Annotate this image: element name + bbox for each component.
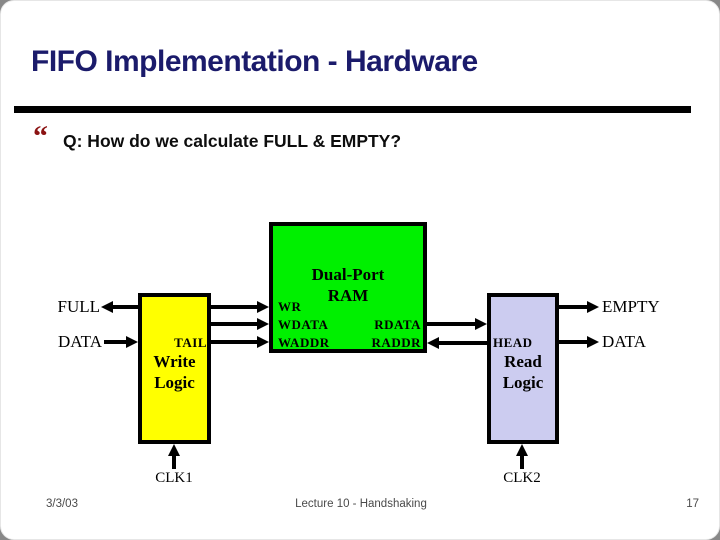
port-wdata: WDATA — [278, 317, 329, 332]
port-wr: WR — [278, 299, 302, 314]
arrow-clk1 — [168, 444, 180, 469]
ram-box-name: Dual-Port RAM — [269, 264, 427, 306]
port-waddr: WADDR — [278, 335, 330, 350]
arrow-data-out — [559, 336, 599, 348]
signal-full-label: FULL — [57, 297, 101, 316]
port-raddr: RADDR — [371, 335, 421, 350]
read-logic-box — [487, 293, 559, 444]
arrow-data-in — [104, 336, 138, 348]
read-name-line2: Logic — [502, 373, 544, 392]
footer-page-number: 17 — [686, 498, 699, 510]
write-logic-box — [138, 293, 211, 444]
dual-port-ram-box — [269, 222, 427, 353]
slide-title: FIFO Implementation - Hardware — [31, 45, 478, 78]
port-tail: TAIL — [174, 335, 207, 350]
signal-empty-label: EMPTY — [602, 297, 660, 316]
arrow-wr — [211, 301, 269, 313]
read-logic-name: Read Logic — [487, 351, 559, 393]
signal-data-in-label: DATA — [58, 332, 102, 351]
ram-name-line2: RAM — [327, 286, 369, 305]
ram-name-line1: Dual-Port — [311, 265, 385, 284]
footer-date: 3/3/03 — [46, 498, 78, 510]
arrow-wdata — [211, 318, 269, 330]
arrow-full-out — [101, 301, 138, 313]
signal-data-out-label: DATA — [602, 332, 646, 351]
read-name-line1: Read — [504, 352, 542, 371]
write-name-line1: Write — [153, 352, 196, 371]
clk1-label: CLK1 — [155, 470, 193, 486]
bullet-quote-icon: “ — [33, 120, 48, 153]
write-name-line2: Logic — [154, 373, 195, 392]
title-divider — [14, 106, 691, 113]
port-rdata: RDATA — [374, 317, 421, 332]
arrow-raddr — [427, 337, 487, 349]
bullet-question-text: Q: How do we calculate FULL & EMPTY? — [63, 131, 402, 151]
write-logic-name: Write Logic — [138, 351, 211, 393]
clk2-label: CLK2 — [503, 470, 541, 486]
arrow-waddr — [211, 336, 269, 348]
footer-lecture-title: Lecture 10 - Handshaking — [295, 498, 427, 510]
arrow-rdata — [427, 318, 487, 330]
arrow-clk2 — [516, 444, 528, 469]
arrow-empty-out — [559, 301, 599, 313]
port-head: HEAD — [493, 335, 533, 350]
